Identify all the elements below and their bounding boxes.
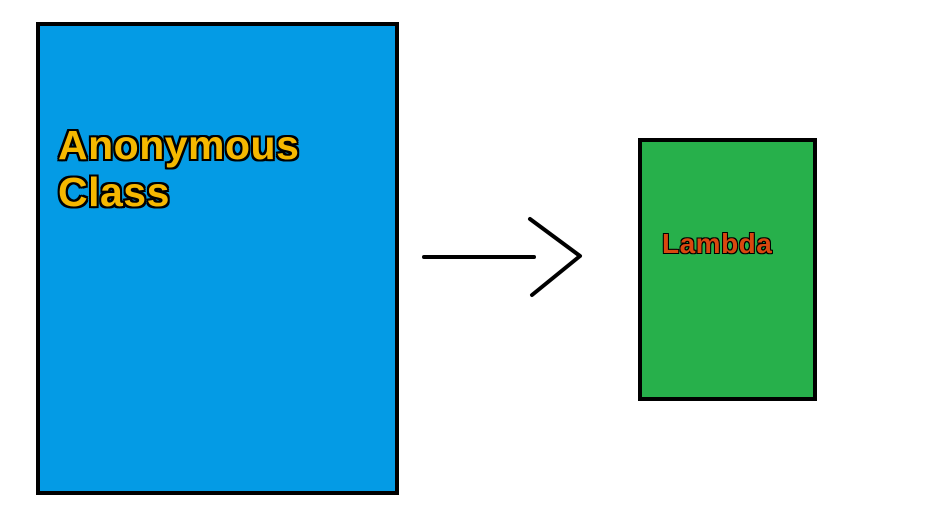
arrow-right-icon — [422, 217, 582, 297]
arrow-head — [528, 217, 582, 297]
lambda-box: Lambda — [638, 138, 817, 401]
anonymous-class-label: Anonymous Class — [58, 122, 300, 215]
anonymous-class-box: Anonymous Class — [36, 22, 399, 495]
lambda-label: Lambda — [662, 228, 773, 259]
